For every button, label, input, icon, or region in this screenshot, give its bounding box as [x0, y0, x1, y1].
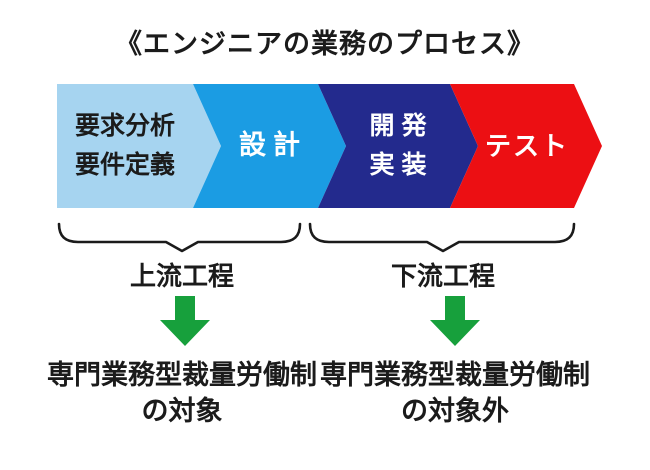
result-line: の対象外 — [401, 395, 509, 426]
step-label-line: テスト — [484, 130, 569, 161]
upstream-label: 上流工程 — [129, 261, 234, 291]
upstream-result: 専門業務型裁量労働制 の対象 — [27, 358, 337, 429]
downstream-result: 専門業務型裁量労働制 の対象外 — [300, 358, 610, 429]
process-bar: 要求分析 要件定義 設計 開発 実装 テスト — [57, 84, 605, 208]
step-label-line: 設計 — [239, 130, 307, 161]
process-step-requirements: 要求分析 要件定義 — [57, 84, 221, 208]
step-label-line: 要件定義 — [74, 151, 175, 179]
result-line: 専門業務型裁量労働制 — [320, 360, 590, 390]
step-label-line: 開発 — [369, 112, 434, 141]
step-label-group: テスト — [485, 126, 567, 166]
downstream-brace-icon — [308, 222, 576, 253]
diagram-title: 《エンジニアの業務のプロセス》 — [115, 29, 535, 59]
downstream-label: 下流工程 — [390, 261, 495, 291]
result-line: 専門業務型裁量労働制 — [47, 360, 317, 390]
step-label-group: 設計 — [239, 125, 300, 167]
step-label-line: 実装 — [369, 151, 434, 179]
step-label-group: 要求分析 要件定義 — [75, 107, 175, 185]
step-label-line: 要求分析 — [74, 112, 175, 141]
down-arrow-icon — [160, 296, 210, 346]
down-arrow-icon — [430, 296, 480, 346]
result-line: の対象 — [141, 395, 223, 426]
upstream-brace-icon — [57, 222, 302, 253]
step-label-group: 開発 実装 — [369, 107, 426, 185]
